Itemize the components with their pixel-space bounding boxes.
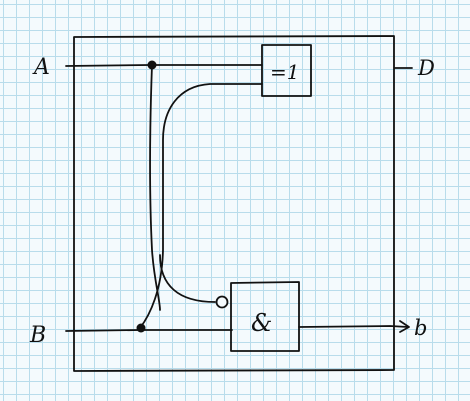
inverted-input-bubble [215, 295, 229, 309]
input-label-a: A [32, 55, 50, 80]
and-gate-box [230, 281, 300, 352]
output-arrow-b [399, 320, 410, 333]
xor-gate-box [261, 44, 312, 97]
junction-dot-a [147, 60, 157, 70]
input-label-b: B [29, 323, 46, 348]
xor-gate-symbol: =1 [270, 60, 299, 84]
wire-b-to-xor [139, 83, 263, 329]
wire-to-and-inverted-input [159, 254, 216, 303]
output-label-b: b [414, 316, 427, 340]
wire-a-down [149, 64, 161, 311]
junction-dot-b [136, 323, 146, 333]
wire-input-b [65, 329, 233, 332]
circuit-boundary-box [73, 35, 395, 372]
and-gate-symbol: & [251, 309, 272, 337]
wire-output-b [298, 325, 409, 328]
output-label-d: D [417, 56, 435, 80]
wire-input-a [65, 64, 263, 67]
